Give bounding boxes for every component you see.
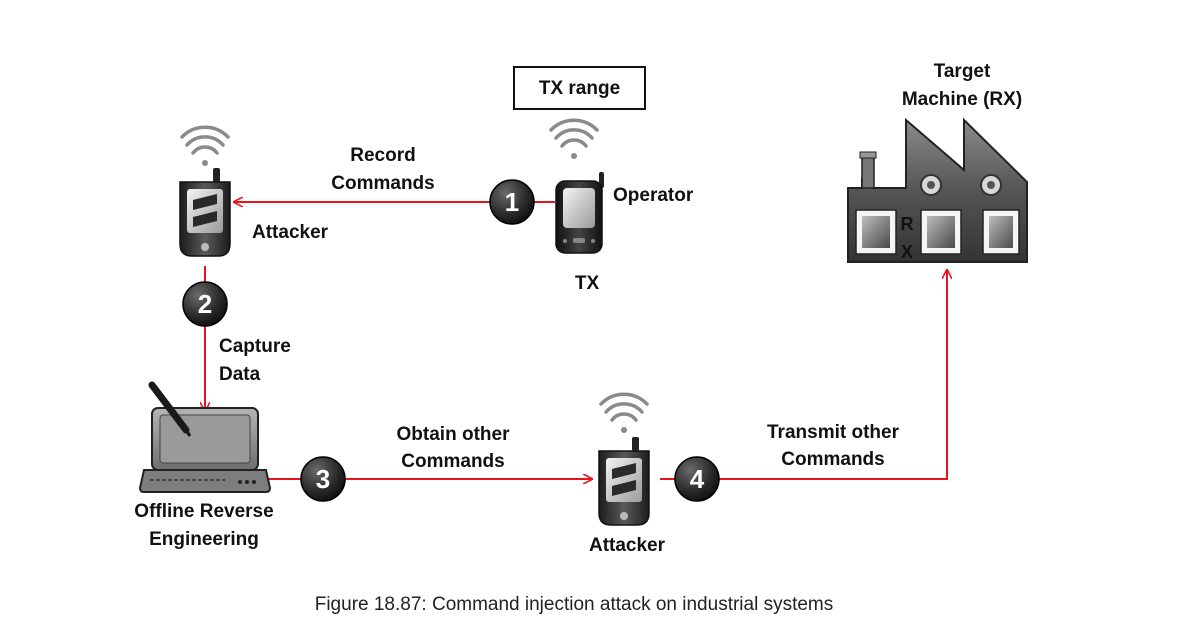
laptop-label-line2: Engineering <box>149 529 259 550</box>
step-4-label: Transmit other Commands <box>767 422 900 470</box>
laptop-label-line1: Offline Reverse <box>134 501 273 522</box>
attacker-label-bottom: Attacker <box>589 535 666 556</box>
svg-text:Record: Record <box>350 145 415 166</box>
svg-text:3: 3 <box>316 464 330 494</box>
attacker-device-icon-top <box>179 168 231 257</box>
step-2-label: Capture Data <box>219 336 291 385</box>
svg-text:Machine (RX): Machine (RX) <box>902 89 1022 110</box>
attacker-label-top: Attacker <box>252 222 329 243</box>
tx-range-label: TX range <box>539 78 620 99</box>
step-badge-1: 1 <box>489 179 535 225</box>
factory-icon: R X <box>847 117 1028 263</box>
svg-text:Capture: Capture <box>219 336 291 357</box>
svg-text:4: 4 <box>690 464 705 494</box>
arrow-attacker-to-target <box>660 270 947 480</box>
tx-range-box: TX range <box>513 66 646 110</box>
rx-letter-r: R <box>901 214 914 234</box>
svg-text:1: 1 <box>505 187 519 217</box>
svg-text:Transmit other: Transmit other <box>767 422 900 443</box>
step-badge-4: 4 <box>674 456 720 502</box>
remote-phone-icon <box>555 172 604 254</box>
svg-text:Data: Data <box>219 364 261 385</box>
step-badge-2: 2 <box>182 281 228 327</box>
step-1-label: Record Commands <box>331 145 434 194</box>
attacker-device-icon-bottom <box>598 437 650 526</box>
figure-caption: Figure 18.87: Command injection attack o… <box>315 594 834 615</box>
signal-icon-operator <box>549 118 599 159</box>
stylus-icon <box>148 381 192 437</box>
operator-label: Operator <box>613 185 694 206</box>
svg-text:Target: Target <box>934 61 991 82</box>
svg-text:Commands: Commands <box>401 451 504 472</box>
signal-icon-attacker-bottom <box>599 392 649 433</box>
tx-label: TX <box>575 273 600 294</box>
svg-text:Obtain other: Obtain other <box>397 424 511 445</box>
target-machine-label: Target Machine (RX) <box>902 61 1022 110</box>
laptop-icon <box>138 407 272 493</box>
svg-text:2: 2 <box>198 289 212 319</box>
svg-text:Commands: Commands <box>781 449 884 470</box>
svg-text:Commands: Commands <box>331 173 434 194</box>
signal-icon-attacker-top <box>180 125 230 166</box>
rx-letter-x: X <box>901 242 913 262</box>
step-badge-3: 3 <box>300 456 346 502</box>
step-3-label: Obtain other Commands <box>397 424 511 472</box>
